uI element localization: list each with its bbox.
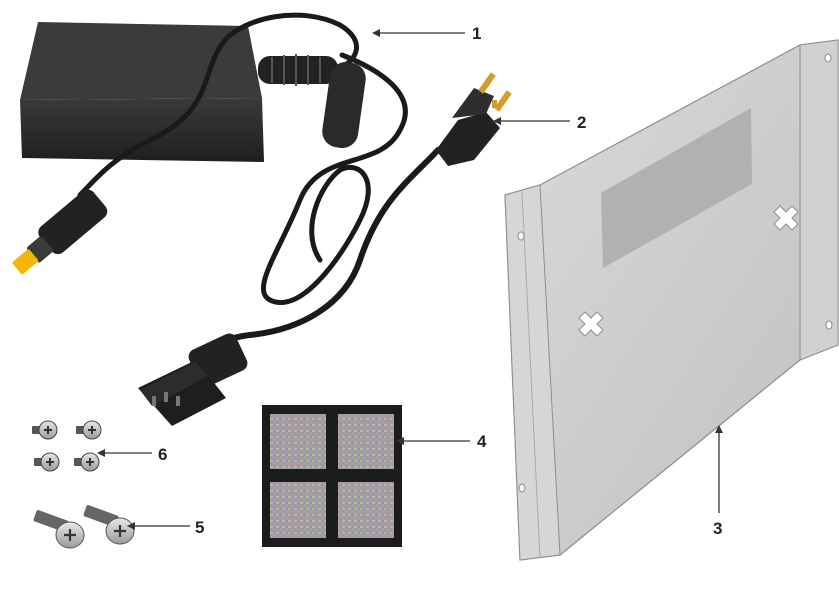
adapter-brick-front bbox=[20, 98, 264, 162]
pad bbox=[338, 482, 394, 538]
callout-2: 2 bbox=[577, 113, 586, 132]
flat-head-screws bbox=[33, 505, 135, 549]
callout-4: 4 bbox=[477, 432, 487, 451]
power-cord bbox=[138, 72, 512, 426]
pad bbox=[270, 414, 326, 469]
iec-connector bbox=[138, 333, 248, 426]
nema-plug bbox=[436, 72, 512, 166]
adapter-cable bbox=[77, 12, 408, 305]
mounting-bracket bbox=[504, 39, 839, 561]
bracket-holes bbox=[517, 53, 833, 493]
callout-5: 5 bbox=[195, 518, 204, 537]
small-screw bbox=[32, 420, 58, 440]
small-screw bbox=[76, 420, 102, 440]
pad bbox=[338, 414, 394, 469]
bracket-label-recess bbox=[601, 108, 752, 268]
ferrite-bead bbox=[322, 61, 366, 149]
bracket-right-flange bbox=[799, 39, 839, 361]
flat-head-screw bbox=[83, 505, 135, 545]
adapter-strain-relief bbox=[258, 54, 338, 86]
callout-3: 3 bbox=[713, 519, 722, 538]
pad bbox=[270, 482, 326, 538]
power-cord-cable bbox=[207, 147, 441, 358]
flat-head-screw bbox=[33, 510, 85, 549]
keyhole-slot-upper bbox=[773, 205, 799, 231]
callout-1: 1 bbox=[472, 24, 481, 43]
small-screw bbox=[34, 452, 60, 472]
adapter-brick-top bbox=[20, 22, 262, 100]
power-adapter bbox=[12, 12, 408, 305]
dc-plug bbox=[12, 189, 108, 275]
callout-6: 6 bbox=[158, 445, 167, 464]
keyhole-slot-lower bbox=[578, 311, 604, 337]
adhesive-pads bbox=[262, 405, 402, 547]
small-screws bbox=[32, 420, 102, 472]
bracket-left-flange bbox=[504, 184, 561, 561]
small-screw bbox=[74, 452, 100, 472]
